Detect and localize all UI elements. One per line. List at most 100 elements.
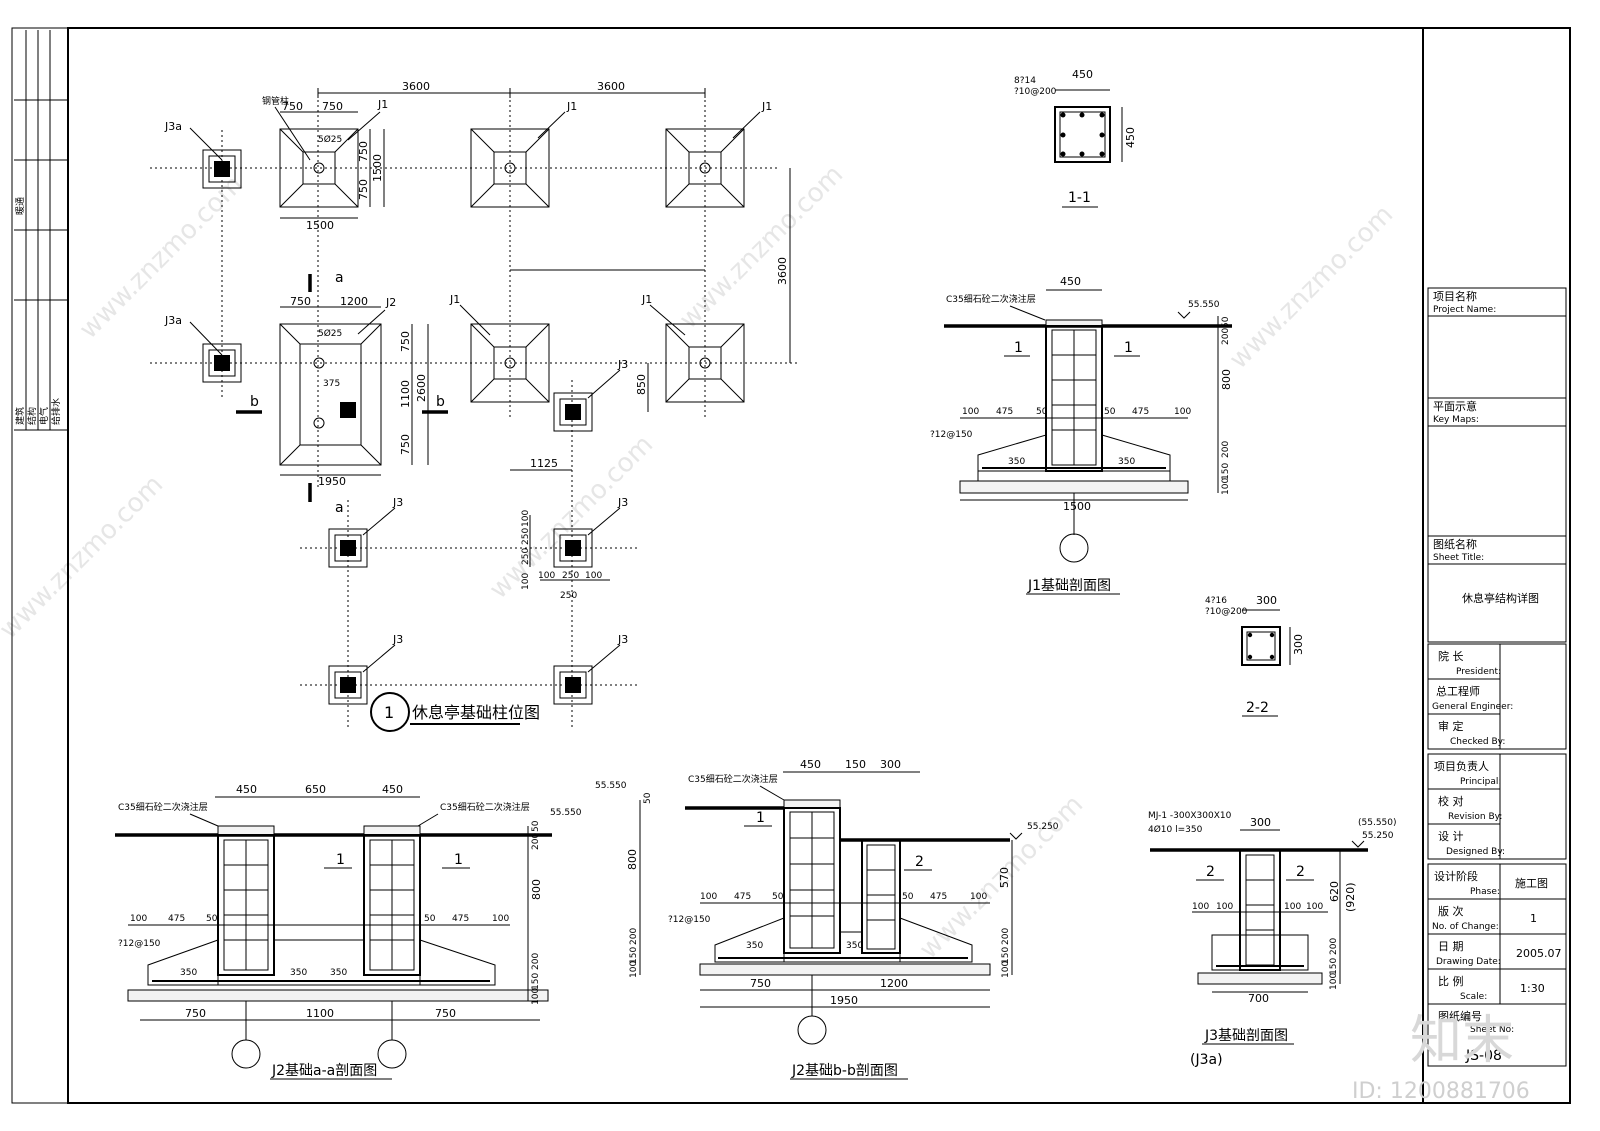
tb-project-name-en: Project Name: (1433, 305, 1496, 315)
foundation-plan: 3600 3600 3600 J3a J3a 钢管柱 (150, 80, 800, 732)
tb-row-change-value: 1 (1530, 912, 1537, 925)
j2b-title: J2基础b-b剖面图 (791, 1062, 898, 1079)
tb-row-revision: 校 对 (1438, 794, 1464, 808)
j1-dim-200b: 200 (1221, 441, 1231, 458)
j2b-top-300: 300 (880, 758, 901, 771)
j3-elev-a: (55.550) (1358, 818, 1397, 828)
tb-row-chief-eng-en: General Engineer: (1432, 702, 1513, 712)
watermark-site-1: www.znzmo.com (74, 170, 249, 345)
j2a-dim-200a: 200 (531, 833, 541, 850)
j2b-rebar: ?12@150 (668, 915, 711, 925)
j3-dim-150: 150 (1329, 958, 1339, 975)
j2a-dim-100: 100 (531, 988, 541, 1005)
footing-j3-2: J3 250 100 250 100 100 250 100 250 (521, 496, 628, 601)
watermark-layer: www.znzmo.com www.znzmo.com www.znzmo.co… (0, 160, 1399, 965)
j2a-top-450a: 450 (236, 783, 257, 796)
tb-row-date-en: Drawing Date: (1436, 957, 1501, 967)
j2b-h-475b: 475 (930, 892, 947, 902)
s22-height: 300 (1292, 634, 1305, 655)
tb-sheet-no-label: 图纸编号 (1438, 1009, 1482, 1023)
s22-rebar-main: 4?16 (1205, 596, 1227, 606)
j2a-elev: 55.550 (550, 808, 582, 818)
tb-row-scale-en: Scale: (1460, 992, 1487, 1002)
dim-right-3600: 3600 (776, 257, 789, 285)
j1-inner-r: 350 (1118, 457, 1135, 467)
j1-dim-100: 100 (1221, 478, 1231, 495)
label-j2: J2 (385, 296, 396, 309)
j3-plate: MJ-1 -300X300X10 (1148, 811, 1232, 821)
j2b-dim-r-570: 570 (998, 867, 1011, 888)
dim-j1-1500-v: 1500 (371, 154, 384, 182)
dim-top-2: 3600 (597, 80, 625, 93)
j2a-h-100b: 100 (492, 914, 509, 924)
cut-b-left: b (250, 394, 259, 410)
dim-j1-750-a: 750 (282, 100, 303, 113)
j2b-elev-l: 55.550 (595, 781, 627, 791)
j2a-inner-1: 350 (180, 968, 197, 978)
dim-j3-250d: 250 (560, 591, 577, 601)
j2b-dim-l-150: 150 (629, 947, 639, 964)
j1-inner-l: 350 (1008, 457, 1025, 467)
label-j1-c: J1 (761, 100, 772, 113)
j2a-title: J2基础a-a剖面图 (271, 1062, 377, 1079)
tb-row-chief-eng: 总工程师 (1436, 684, 1480, 698)
label-j1-e: J1 (641, 293, 652, 306)
j1-section: 450 C35细石砼二次浇注层 55.550 50 200 800 200 15… (930, 275, 1233, 595)
j2a-top-450b: 450 (382, 783, 403, 796)
j3-h-100c: 100 (1284, 902, 1301, 912)
j3-dim-920: (920) (1344, 882, 1357, 912)
small-dim-j2b: 375 (323, 379, 340, 389)
j2b-h-50a: 50 (772, 892, 784, 902)
j2b-inner-r: 350 (846, 941, 863, 951)
j2b-bottom-750: 750 (750, 977, 771, 990)
tb-key-map: 平面示意 (1433, 399, 1477, 413)
j2a-grout-l: C35细石砼二次浇注层 (118, 801, 208, 813)
j3-bolt: 4Ø10 l=350 (1148, 824, 1203, 835)
footing-j1-e: J1 (641, 293, 745, 403)
s11-height: 450 (1124, 127, 1137, 148)
j3-h-100b: 100 (1216, 902, 1233, 912)
dim-j1-750-d: 750 (357, 179, 370, 200)
tb-row-change: 版 次 (1438, 904, 1464, 918)
footing-j3-mid: J3 850 1125 (510, 358, 649, 471)
label-j3-mid: J3 (617, 358, 628, 371)
j2b-dim-l-800: 800 (626, 849, 639, 870)
j3-dim-200: 200 (1329, 938, 1339, 955)
j2a-h-475b: 475 (452, 914, 469, 924)
tb-sheet-no: JS-08 (1465, 1048, 1502, 1064)
dim-j3-100d: 100 (585, 571, 602, 581)
label-j1-b: J1 (566, 100, 577, 113)
j2a-grout-r: C35细石砼二次浇注层 (440, 801, 530, 813)
dim-j3-100b: 100 (521, 573, 531, 590)
dim-j3-250b: 250 (521, 548, 531, 565)
tb-row-revision-en: Revision By: (1448, 812, 1502, 822)
label-steel-col: 钢管柱 (262, 95, 289, 107)
dim-j3-100a: 100 (521, 510, 531, 527)
j1-rebar: ?12@150 (930, 430, 973, 440)
small-dim-j2a: 5Ø25 (318, 328, 342, 339)
tb-row-president-en: President: (1456, 667, 1501, 677)
j2b-dim-l-50: 50 (643, 792, 653, 804)
inner-frame (67, 27, 1571, 1104)
j2a-bottom-750b: 750 (435, 1007, 456, 1020)
tb-row-change-en: No. of Change: (1432, 922, 1499, 932)
j3-subtitle: (J3a) (1190, 1052, 1223, 1068)
strip-label-struct: 结构 (26, 407, 38, 425)
j1-mark-l: 1 (1014, 340, 1023, 356)
j2b-dim-l-100: 100 (629, 961, 639, 978)
small-dim-a1: 5Ø25 (318, 134, 342, 145)
strip-label-elec: 电气 (38, 407, 50, 425)
tb-row-principal-en: Principal: (1460, 777, 1501, 787)
j2a-h-50a: 50 (206, 914, 218, 924)
j3-total: 700 (1248, 992, 1269, 1005)
dim-j2-2600-v: 2600 (415, 374, 428, 402)
dim-j2-750-v2: 750 (399, 434, 412, 455)
footing-j3a-mid: J3a (164, 314, 242, 383)
footing-j3-3: J3 (328, 633, 403, 705)
tb-sheet-title-value: 休息亭结构详图 (1462, 591, 1539, 605)
j2a-h-100a: 100 (130, 914, 147, 924)
watermark-id: ID: 1200881706 (1352, 1079, 1530, 1104)
j2a-bottom-750a: 750 (185, 1007, 206, 1020)
cut-a-top: a (335, 270, 344, 286)
dim-j3-250c: 250 (562, 571, 579, 581)
